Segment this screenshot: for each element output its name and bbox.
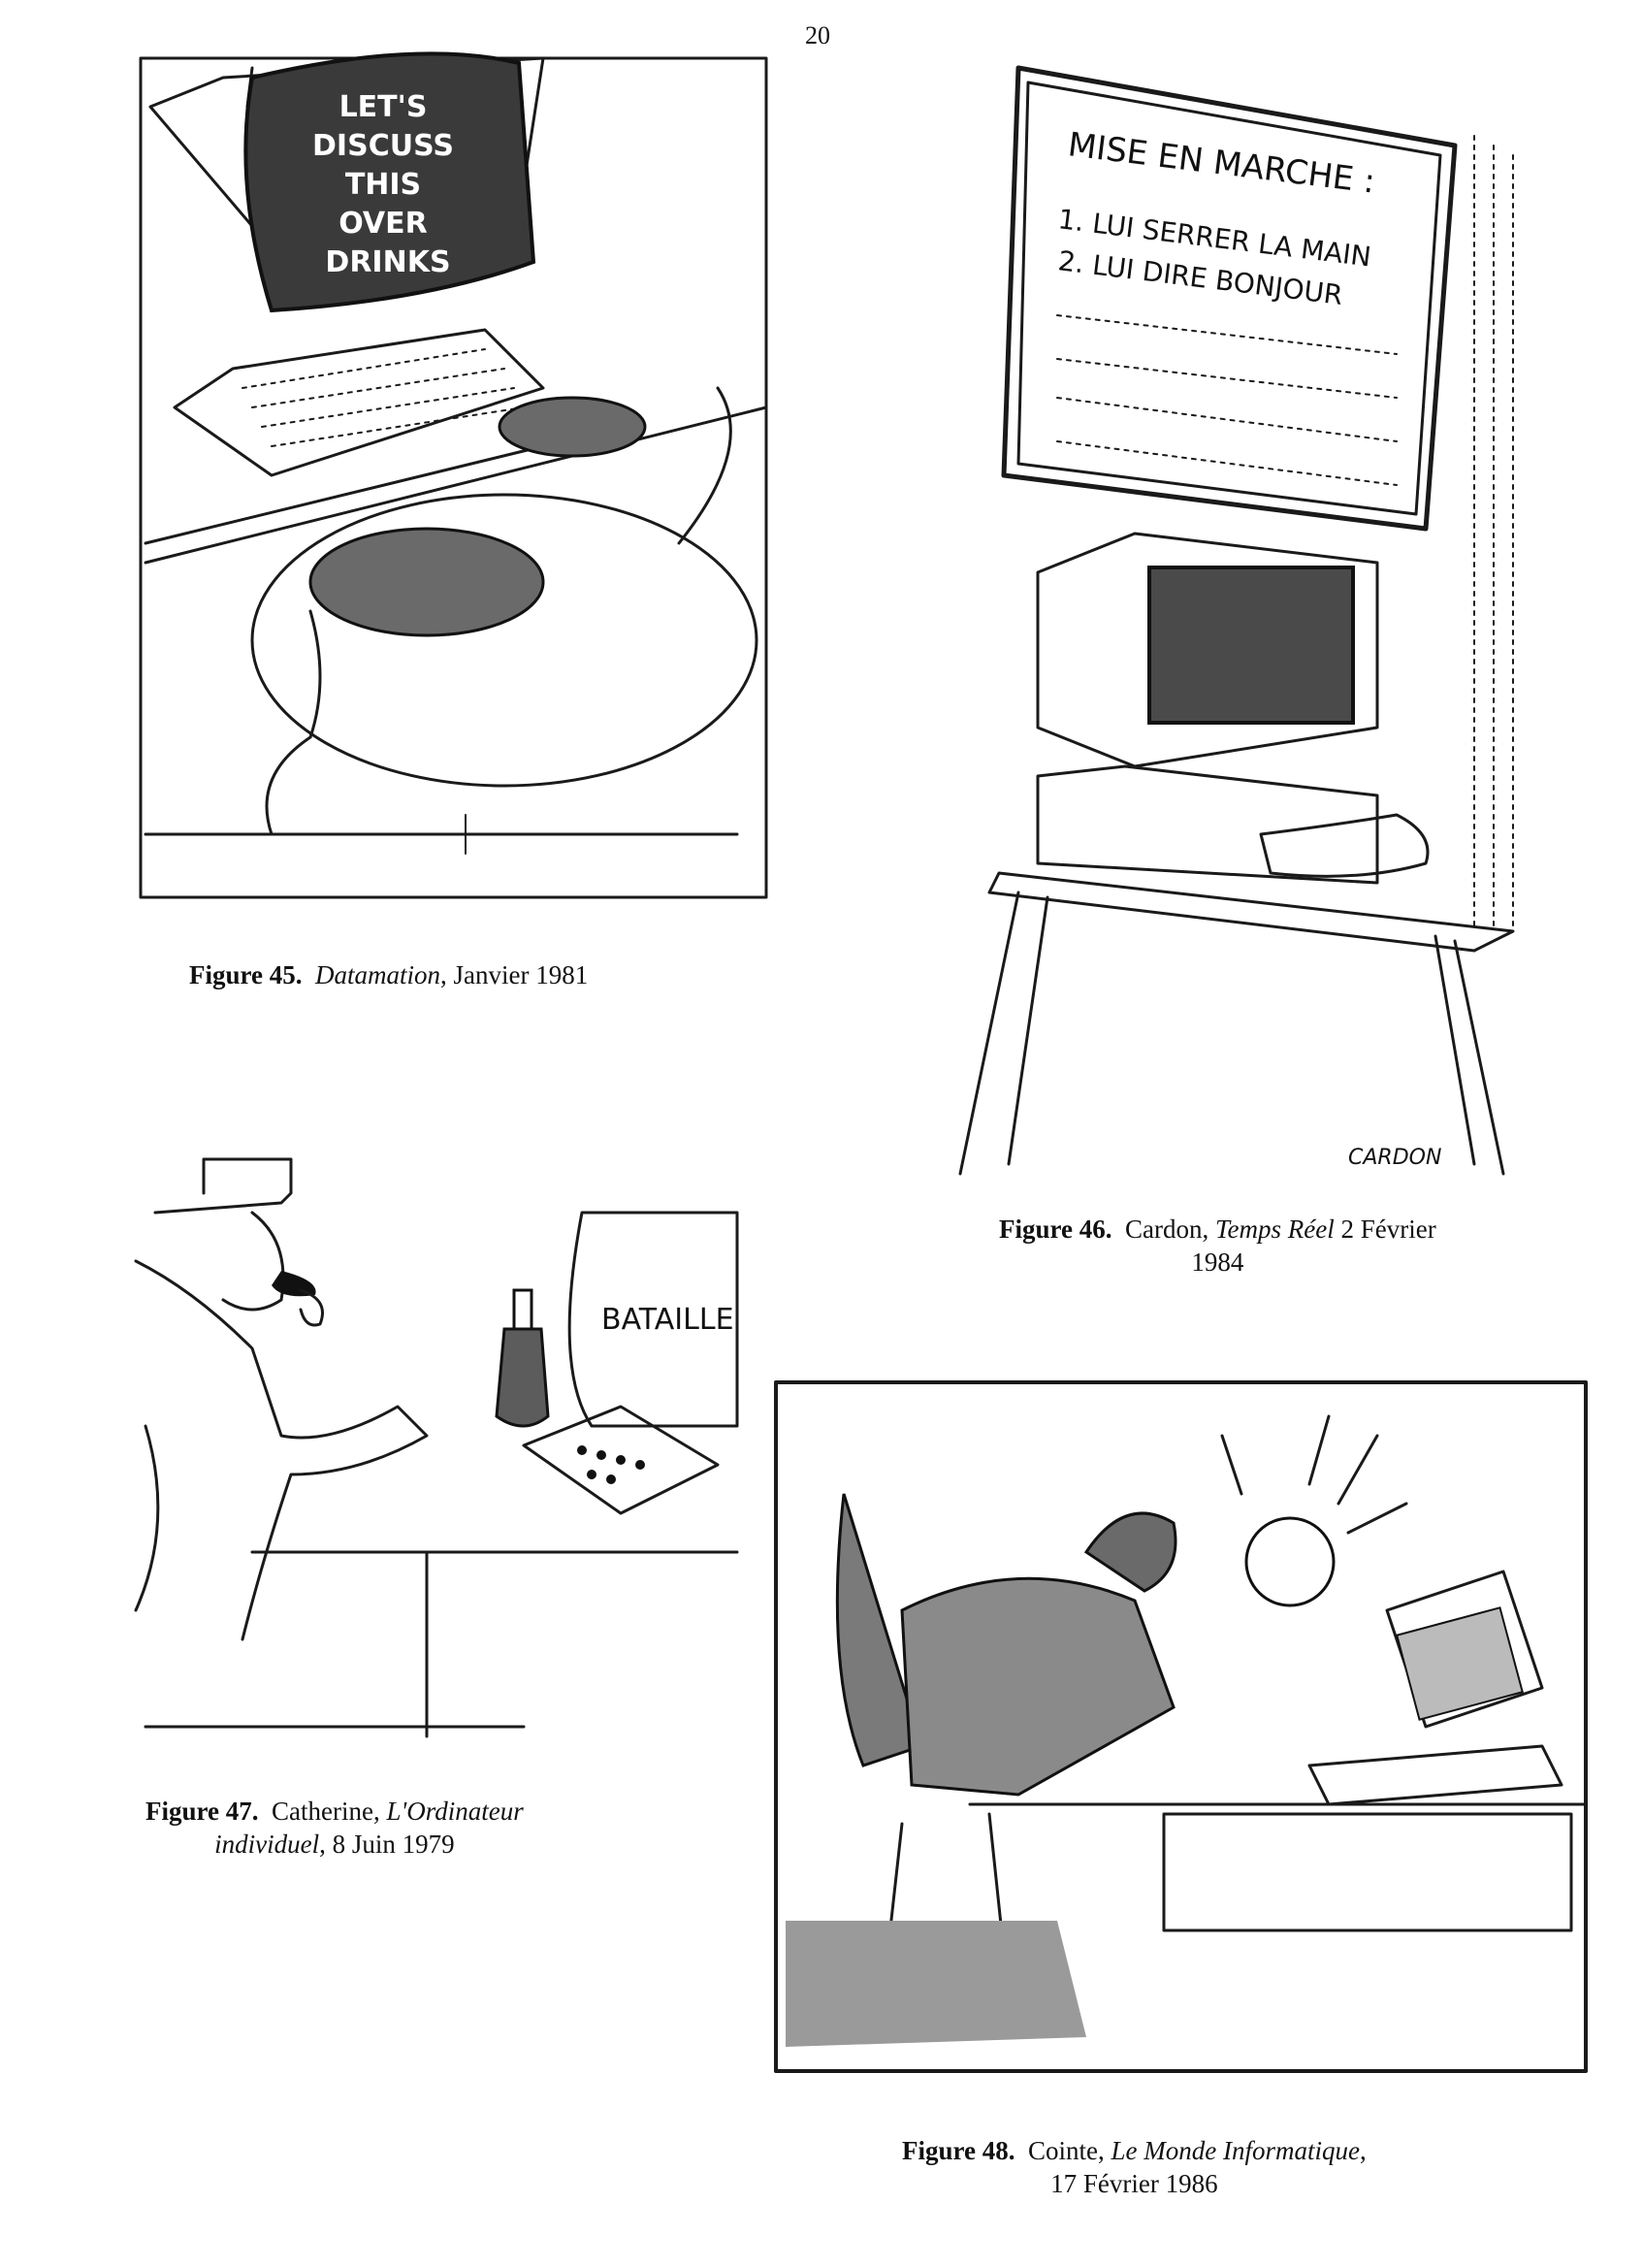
figure-47-source-2: individuel: [214, 1830, 320, 1859]
page-number: 20: [805, 21, 830, 49]
screen-line-5: DRINKS: [325, 245, 450, 279]
screen-line-2: DISCUSS: [312, 129, 454, 163]
bottle: [495, 1288, 550, 1428]
figure-48-author: Cointe,: [1028, 2136, 1111, 2165]
figure-45-screen: LET'S DISCUSS THIS OVER DRINKS: [243, 51, 536, 313]
figure-48-caption: Figure 48. Cointe, Le Monde Informatique…: [902, 2134, 1367, 2200]
figure-47-caption: Figure 47. Catherine, L'Ordinateur indiv…: [145, 1795, 524, 1861]
figure-46-cartoon: MISE EN MARCHE : 1. LUI SERRER LA MAIN 2…: [958, 65, 1515, 1176]
figure-46-label: Figure 46.: [999, 1215, 1112, 1244]
bataille-screen-text: BATAILLE: [601, 1303, 734, 1337]
figure-48-comma: ,: [1359, 2136, 1367, 2165]
figure-47-source-1: L'Ordinateur: [386, 1797, 524, 1826]
figure-48-label: Figure 48.: [902, 2136, 1015, 2165]
figure-45-label: Figure 45.: [189, 960, 303, 989]
figure-47-date: , 8 Juin 1979: [319, 1830, 455, 1859]
figure-45-source: Datamation: [315, 960, 441, 989]
figure-48-cartoon: [774, 1380, 1588, 2073]
cardon-signature: CARDON: [1348, 1146, 1441, 1170]
figure-48-date: 17 Février 1986: [1050, 2169, 1218, 2198]
figure-45-cartoon: LET'S DISCUSS THIS OVER DRINKS: [139, 51, 768, 899]
figure-46-date: 2 Février: [1334, 1215, 1436, 1244]
figure-46-author: Cardon,: [1125, 1215, 1215, 1244]
figure-45-date: , Janvier 1981: [440, 960, 589, 989]
figure-47-cartoon: BATAILLE: [134, 1157, 739, 1738]
figure-48-source: Le Monde Informatique: [1111, 2136, 1360, 2165]
figure-45-caption: Figure 45. Datamation, Janvier 1981: [189, 958, 588, 991]
figure-46-caption: Figure 46. Cardon, Temps Réel 2 Février …: [999, 1213, 1436, 1279]
figure-47-author: Catherine,: [272, 1797, 387, 1826]
screen-line-1: LET'S: [339, 90, 428, 124]
figure-47-label: Figure 47.: [145, 1797, 259, 1826]
figure-46-screen-text: MISE EN MARCHE : 1. LUI SERRER LA MAIN 2…: [1056, 125, 1377, 311]
figure-46-year: 1984: [1191, 1247, 1244, 1277]
screen-line-4: OVER: [338, 207, 428, 241]
figure-46-source: Temps Réel: [1214, 1215, 1335, 1244]
screen-line-3: THIS: [345, 168, 421, 202]
